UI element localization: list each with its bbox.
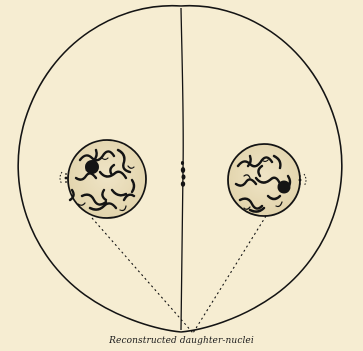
left-nucleolus bbox=[85, 160, 99, 174]
pointer-line-left bbox=[92, 218, 193, 333]
pointer-line-right bbox=[193, 216, 266, 333]
right-centrosome bbox=[299, 174, 306, 186]
left-centrosome bbox=[60, 172, 67, 184]
right-nucleolus bbox=[278, 181, 291, 194]
left-nucleus bbox=[68, 140, 146, 218]
figure-caption: Reconstructed daughter-nuclei bbox=[0, 336, 363, 346]
right-nucleus bbox=[228, 144, 300, 216]
